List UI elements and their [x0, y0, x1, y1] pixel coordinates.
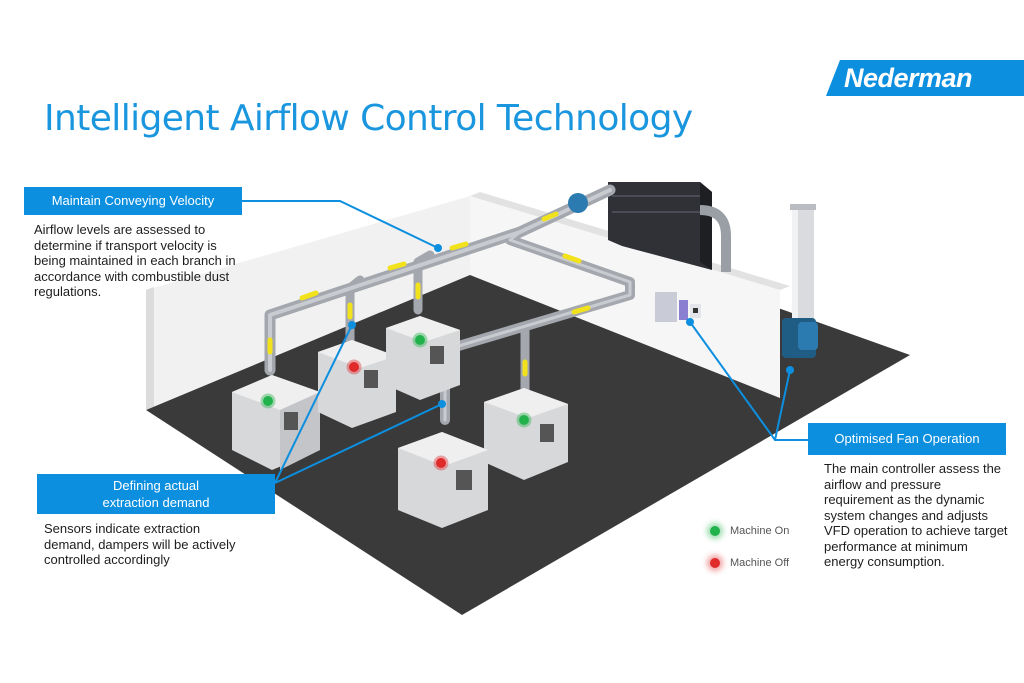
legend-machine-on: Machine On [710, 525, 789, 537]
machine-status-lights [260, 332, 532, 471]
legend-on-label: Machine On [730, 525, 790, 537]
leader-lines [242, 200, 808, 484]
legend-off-label: Machine Off [730, 557, 790, 569]
callout-fan-text: The main controller assess the airflow a… [824, 461, 1008, 569]
legend-machine-off: Machine Off [710, 557, 789, 569]
green-status-icon [710, 526, 720, 536]
machine-cabinet [484, 388, 568, 480]
callout-demand-text: Sensors indicate extraction demand, damp… [44, 521, 236, 567]
callout-velocity-heading: Maintain Conveying Velocity [24, 187, 242, 215]
main-controller [655, 292, 701, 322]
callout-demand-heading: Defining actual extraction demand [37, 474, 275, 514]
dust-collector [608, 182, 731, 272]
velocity-markers [267, 211, 591, 377]
callout-fan-heading: Optimised Fan Operation [808, 423, 1006, 455]
machine-cabinet [386, 316, 460, 400]
damper-valve [568, 193, 588, 213]
machine-cabinet [232, 375, 320, 470]
red-status-icon [710, 558, 720, 568]
fan-motor [782, 318, 818, 358]
nederman-logo: Nederman [826, 60, 1024, 96]
callout-velocity-text: Airflow levels are assessed to determine… [34, 222, 236, 299]
exhaust-stack [790, 204, 816, 338]
callout-demand-heading-line2: extraction demand [102, 495, 210, 510]
machine-cabinet [318, 340, 396, 428]
page-title: Intelligent Airflow Control Technology [44, 98, 693, 139]
machine-cabinet [398, 432, 488, 528]
callout-demand-heading-line1: Defining actual [113, 478, 199, 493]
